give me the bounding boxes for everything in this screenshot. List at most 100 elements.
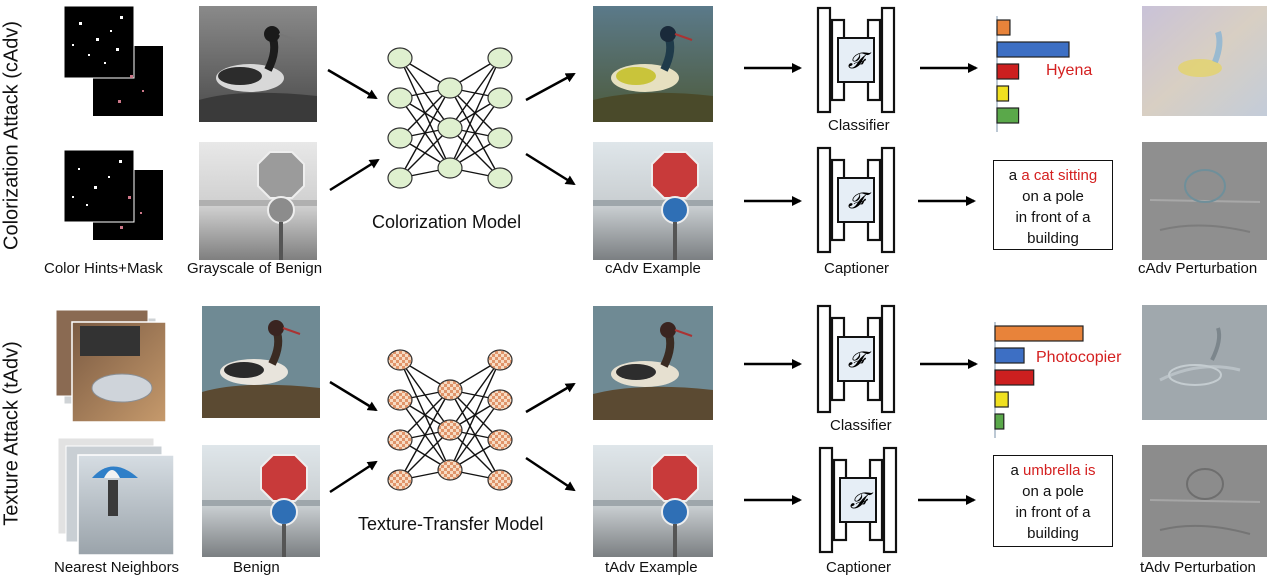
caption-output-top: a a cat sitting on a pole in front of a … bbox=[993, 160, 1113, 250]
arrow bbox=[327, 68, 378, 100]
network-node bbox=[487, 127, 513, 149]
prediction-bar-chart-bottom bbox=[994, 322, 1084, 438]
side-label-colorization: Colorization Attack (cAdv) bbox=[0, 21, 23, 250]
network-layer bbox=[882, 446, 898, 554]
caption-output-bottom: a umbrella is on a pole in front of a bu… bbox=[993, 455, 1113, 547]
network-edge bbox=[449, 97, 501, 169]
prediction-bar bbox=[996, 41, 1070, 58]
network-node bbox=[487, 47, 513, 69]
network-layer bbox=[880, 146, 896, 254]
network-edge bbox=[399, 389, 451, 481]
caption-classifier-top: Classifier bbox=[828, 117, 890, 134]
caption-grayscale: Grayscale of Benign bbox=[187, 260, 323, 277]
caption-captioner-bottom: Captioner bbox=[826, 559, 892, 576]
network-core bbox=[837, 37, 875, 83]
cadv-caption-perturbation-image bbox=[1142, 142, 1267, 260]
network-layer bbox=[818, 446, 834, 554]
network-node bbox=[487, 429, 513, 451]
network-edge bbox=[449, 57, 501, 129]
prediction-bar bbox=[996, 19, 1011, 36]
caption-bottom-prefix: a bbox=[1010, 462, 1023, 479]
grayscale-stopsign-image bbox=[199, 142, 317, 260]
network-core bbox=[837, 336, 875, 382]
flow-arrows bbox=[327, 63, 978, 505]
network-node bbox=[387, 349, 413, 371]
network-node bbox=[387, 167, 413, 189]
caption-benign: Benign bbox=[233, 559, 280, 576]
network-node bbox=[437, 157, 463, 179]
network-layer bbox=[816, 146, 832, 254]
classifier-network-bottom: 𝓕 bbox=[816, 304, 896, 414]
tadv-stopsign-image bbox=[593, 445, 713, 557]
benign-bird-image bbox=[202, 306, 320, 418]
caption-nearest-neighbors: Nearest Neighbors bbox=[54, 559, 180, 576]
caption-tadv-example: tAdv Example bbox=[605, 559, 698, 576]
arrow bbox=[525, 152, 576, 186]
colorization-network bbox=[387, 47, 513, 189]
network-node bbox=[437, 77, 463, 99]
bottom-class-label: Photocopier bbox=[1036, 349, 1122, 366]
network-node bbox=[437, 459, 463, 481]
caption-top-line-3: building bbox=[1027, 230, 1079, 247]
caption-classifier-bottom: Classifier bbox=[830, 417, 892, 434]
network-edge bbox=[399, 389, 451, 441]
caption-bottom-line-3: building bbox=[1027, 525, 1079, 542]
network-edge bbox=[399, 429, 451, 481]
network-layer bbox=[880, 304, 896, 414]
prediction-bar bbox=[996, 107, 1020, 124]
caption-top-highlight: a cat sitting bbox=[1021, 167, 1098, 184]
network-node bbox=[437, 419, 463, 441]
network-node bbox=[487, 349, 513, 371]
network-node bbox=[487, 389, 513, 411]
caption-top-line-2: in front of a bbox=[1015, 209, 1091, 226]
network-edge bbox=[399, 127, 451, 179]
arrow bbox=[525, 72, 576, 102]
prediction-bar-chart-top bbox=[996, 16, 1070, 132]
cadv-stopsign-image bbox=[593, 142, 713, 260]
benign-stopsign-image bbox=[202, 445, 320, 557]
caption-cadv-perturbation: cAdv Perturbation bbox=[1138, 260, 1258, 277]
network-node bbox=[437, 117, 463, 139]
cadv-perturbation-image bbox=[1142, 6, 1267, 116]
network-node bbox=[387, 469, 413, 491]
tadv-perturbation-image bbox=[1142, 305, 1267, 420]
color-hints-mask-image bbox=[63, 5, 163, 116]
network-node bbox=[487, 469, 513, 491]
arrow bbox=[525, 382, 576, 414]
nearest-neighbors-umbrella-images bbox=[57, 437, 175, 556]
prediction-bar bbox=[996, 63, 1020, 80]
prediction-bar bbox=[994, 413, 1005, 430]
cadv-bird-image bbox=[593, 6, 713, 122]
network-edge bbox=[449, 399, 501, 471]
side-label-texture: Texture Attack (tAdv) bbox=[0, 341, 23, 526]
color-hints-mask-image-2 bbox=[63, 149, 163, 240]
network-edge bbox=[449, 57, 501, 169]
tadv-bird-image bbox=[593, 306, 713, 420]
network-node bbox=[387, 429, 413, 451]
caption-color-hints: Color Hints+Mask bbox=[44, 260, 163, 277]
prediction-bar bbox=[994, 391, 1009, 408]
arrow bbox=[329, 380, 378, 412]
caption-bottom-highlight: umbrella is bbox=[1022, 462, 1096, 479]
texture-transfer-network bbox=[387, 349, 513, 491]
arrow bbox=[329, 158, 380, 192]
network-node bbox=[487, 167, 513, 189]
nearest-neighbors-desk-images bbox=[55, 309, 167, 423]
caption-bottom-line-1: on a pole bbox=[1022, 483, 1084, 500]
prediction-bar bbox=[994, 369, 1035, 386]
network-node bbox=[437, 379, 463, 401]
captioner-network-top: 𝓕 bbox=[816, 146, 896, 254]
network-node bbox=[387, 389, 413, 411]
network-core bbox=[837, 177, 875, 223]
network-edge bbox=[449, 359, 501, 431]
network-core bbox=[839, 477, 877, 523]
tadv-caption-perturbation-image bbox=[1142, 445, 1267, 557]
network-node bbox=[387, 87, 413, 109]
colorization-model-label: Colorization Model bbox=[372, 212, 522, 232]
top-class-label: Hyena bbox=[1046, 62, 1093, 79]
network-layer bbox=[880, 6, 896, 114]
network-node bbox=[487, 87, 513, 109]
network-layer bbox=[816, 304, 832, 414]
caption-top-line-1: on a pole bbox=[1022, 188, 1084, 205]
